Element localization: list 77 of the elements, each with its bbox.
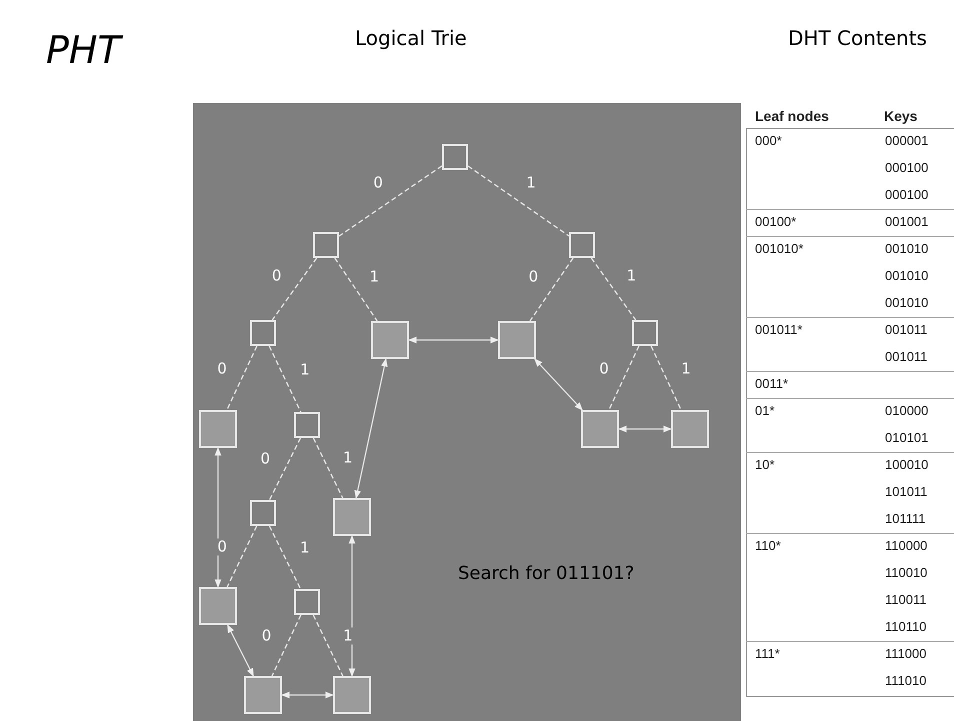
table-cell: 101011 [885, 484, 928, 500]
table-cell: 110* [755, 538, 781, 554]
trie-edge [650, 346, 682, 410]
arrow [227, 624, 254, 677]
trie-node [313, 232, 339, 258]
trie-node [442, 144, 468, 170]
trie-node [632, 320, 658, 346]
trie-edge [590, 258, 636, 320]
trie-edge [312, 614, 344, 676]
table-cell: 000100 [885, 187, 928, 203]
note: Search for 011101? [458, 563, 634, 584]
leaf-node [498, 321, 536, 359]
trie-edge [334, 258, 378, 322]
column-header: Keys [884, 108, 918, 124]
table-cell: 111* [755, 646, 780, 662]
table-cell: 0011* [755, 376, 788, 392]
trie-edge [529, 258, 574, 322]
table-cell: 001010 [885, 268, 928, 284]
leaf-node [199, 410, 237, 448]
leaf-node [371, 321, 409, 359]
title: PHT [46, 28, 121, 72]
heading: Logical Trie [355, 26, 467, 50]
trie-edge [312, 438, 344, 498]
table-cell: 001010 [885, 241, 928, 257]
table-cell: 110011 [885, 592, 926, 608]
leaf-node [333, 676, 371, 714]
table-cell: 001010* [755, 241, 804, 257]
arrow [281, 692, 334, 698]
trie-node [250, 500, 276, 526]
arrow [618, 426, 672, 432]
table-cell: 00100* [755, 214, 796, 230]
arrow [408, 336, 499, 344]
table-cell: 110000 [885, 538, 928, 554]
table-cell: 001011 [885, 322, 928, 338]
table-cell: 010101 [885, 430, 928, 446]
arrow [348, 535, 356, 677]
table-cell: 001001 [885, 214, 928, 230]
arrow [214, 447, 222, 588]
edge-label: 0 [215, 538, 229, 556]
table-cell: 110110 [885, 619, 926, 635]
leaf-node [199, 587, 237, 625]
leaf-node [671, 410, 709, 448]
table-cell: 111010 [885, 673, 926, 689]
arrow [534, 358, 583, 411]
trie-edge [608, 346, 640, 410]
trie-node [250, 320, 276, 346]
table-cell: 10* [755, 457, 775, 473]
table-cell: 001010 [885, 295, 928, 311]
table-cell: 101111 [885, 511, 926, 527]
leaf-node [244, 676, 282, 714]
trie-node [294, 589, 320, 615]
trie-edge [268, 438, 302, 500]
table-cell: 000* [755, 133, 782, 149]
trie-edge [226, 526, 258, 588]
leaf-node [333, 498, 371, 536]
table-cell: 001011 [885, 349, 928, 365]
trie-edge [268, 526, 302, 590]
table-cell: 110010 [885, 565, 928, 581]
trie-edge [271, 614, 302, 676]
table-cell: 000001 [885, 133, 928, 149]
table-cell: 100010 [885, 457, 928, 473]
trie-edge [338, 165, 442, 237]
trie-node [569, 232, 595, 258]
column-header: Leaf nodes [755, 108, 829, 124]
trie-edge [272, 258, 318, 320]
table-cell: 000100 [885, 160, 928, 176]
table-cell: 010000 [885, 403, 928, 419]
table-cell: 01* [755, 403, 775, 419]
arrow [354, 358, 388, 499]
trie-edge [226, 346, 258, 410]
trie-edge [468, 165, 570, 237]
trie-node [294, 412, 320, 438]
trie-edge [268, 346, 302, 412]
table-cell: 001011* [755, 322, 802, 338]
table-cell: 111000 [885, 646, 926, 662]
heading: DHT Contents [788, 26, 927, 50]
leaf-node [581, 410, 619, 448]
